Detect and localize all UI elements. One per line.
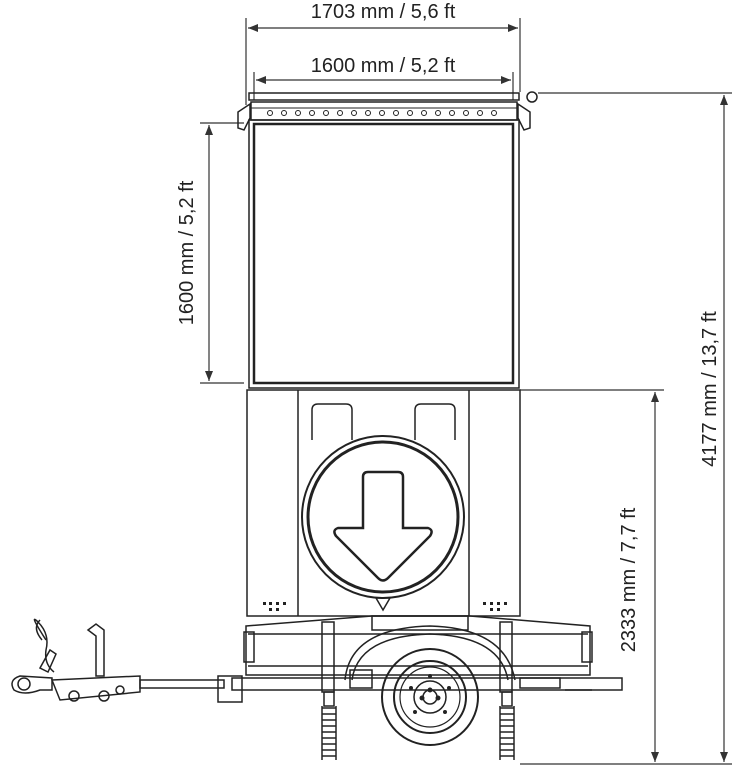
housing-vents [263,602,507,611]
down-arrow-icon [333,470,433,582]
rail-bolts [267,110,497,116]
drawbar-and-hitch [11,618,225,702]
dimension-lines [200,18,732,765]
sign-housing [246,389,521,617]
overall-width-dimension [245,18,521,105]
trailer-height-label: 2333 mm / 7,7 ft [618,507,640,652]
wheel-bolts [409,674,451,714]
panel-height-label: 1600 mm / 5,2 ft [176,180,198,325]
led-display-panel [237,91,538,389]
trailer-height-dimension [520,389,664,762]
overall-height-label: 4177 mm / 13,7 ft [699,311,721,467]
overall-height-dimension [520,92,732,765]
overall-width-label: 1703 mm / 5,6 ft [311,1,456,23]
right-support-jack [499,691,515,760]
trailer-chassis [217,615,623,703]
panel-width-label: 1600 mm / 5,2 ft [311,55,456,77]
trailer-wheel [381,648,479,746]
arrow-sign-disc [301,435,465,612]
support-jacks [321,691,515,760]
panel-width-dimension [253,72,514,100]
panel-height-dimension [200,122,244,384]
left-support-jack [321,691,337,760]
